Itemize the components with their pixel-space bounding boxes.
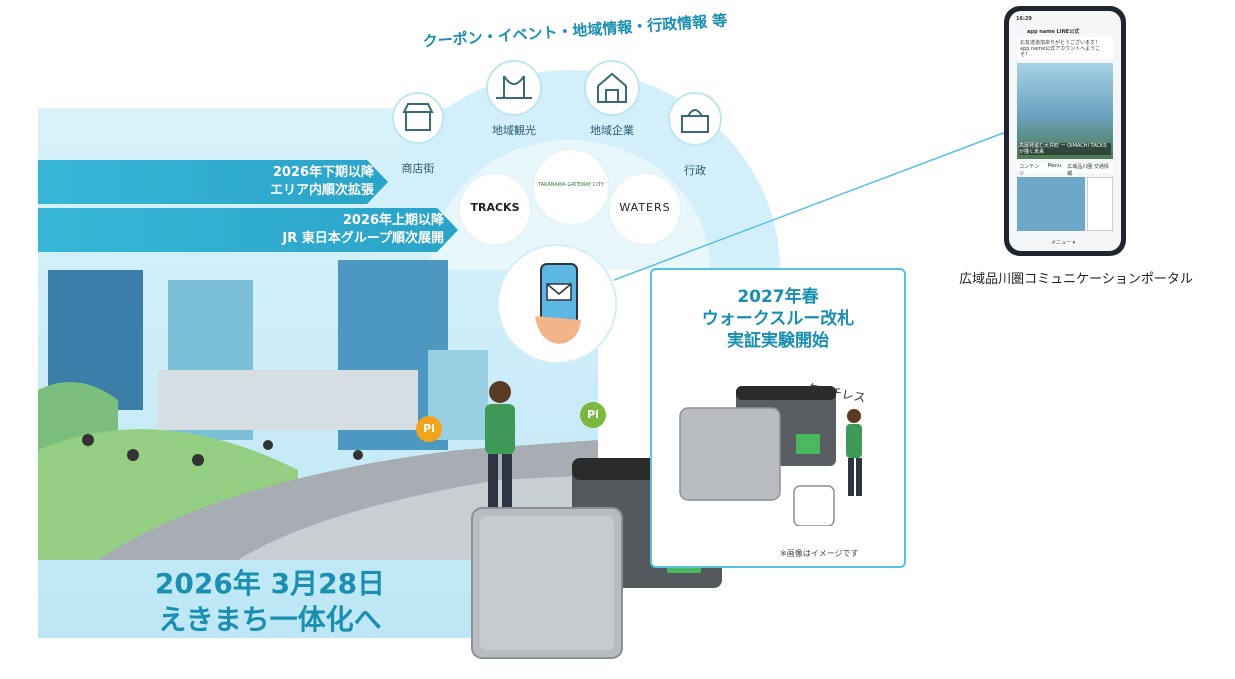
timeline-band-2: 2026年上期以降 JR 東日本グループ順次展開 — [38, 208, 458, 252]
barn-icon — [584, 60, 640, 116]
phone-side-buttons — [1087, 177, 1113, 231]
phone-banner-image — [1017, 63, 1113, 159]
phone-bubble — [497, 244, 617, 364]
phone-message: お友達追加ありがとうございます！ app name公式アカウントへようこそ！ — [1020, 40, 1101, 58]
band2-line1: 2026年上期以降 — [342, 213, 444, 228]
takanawa-logo-text: TAKANAWA GATEWAY CITY — [538, 182, 604, 188]
launch-slogan: えきまち一体化へ — [158, 603, 382, 636]
category-label-business: 地域企業 — [590, 124, 634, 137]
walkthrough-gate-title: ウォークスルー改札 — [701, 309, 855, 329]
waters-logo: WATERS — [608, 172, 682, 246]
phone-tab-1[interactable]: Menu — [1047, 163, 1062, 169]
phone-banner-text: 高層発進む大井町 ー OIMACHI TACKSが描く未来 — [1019, 143, 1111, 155]
walkthrough-year: 2027年春 — [737, 287, 819, 307]
phone-message-bubble: お友達追加ありがとうございます！ app name公式アカウントへようこそ！ — [1017, 37, 1113, 59]
tracks-logo-text: TRACKS — [470, 201, 520, 214]
waters-logo-text: WATERS — [619, 201, 671, 214]
category-label-government: 行政 — [684, 164, 706, 177]
phone-time: 16:29 — [1016, 16, 1032, 22]
government-building-icon — [668, 92, 722, 146]
phone-tab-bar: コンテンツ Menu 広域品川圏 交通情報 — [1017, 163, 1113, 177]
tracks-logo: TRACKS — [458, 172, 532, 246]
connector-line — [613, 131, 1007, 281]
category-label-tourism: 地域観光 — [492, 124, 536, 137]
phone-tab-0[interactable]: コンテンツ — [1019, 164, 1040, 177]
timeline-band-1: 2026年下期以降 エリア内順次拡張 — [38, 160, 388, 204]
bridge-icon — [486, 60, 542, 116]
launch-date: 2026年 3月28日 — [154, 567, 386, 600]
smartphone-mockup: 16:29 app name LINE公式 お友達追加ありがとうございます！ a… — [1004, 6, 1126, 256]
smartphone-screen: 16:29 app name LINE公式 お友達追加ありがとうございます！ a… — [1009, 11, 1121, 251]
phone-map-panel — [1017, 177, 1085, 231]
pi-badge-orange: Pi — [416, 416, 442, 442]
category-label-shop: 商店街 — [401, 162, 435, 175]
person-illustration — [485, 381, 515, 514]
band2-line2: JR 東日本グループ順次展開 — [282, 231, 444, 246]
phone-tab-2[interactable]: 広域品川圏 交通情報 — [1067, 164, 1109, 177]
pi-badge-green: Pi — [580, 402, 606, 428]
band1-line1: 2026年下期以降 — [272, 165, 374, 180]
walkthrough-trial: 実証実験開始 — [727, 331, 829, 351]
phone-header: app name LINE公式 — [1027, 29, 1080, 35]
walkthrough-gate-illustration — [679, 386, 862, 526]
shop-icon — [392, 92, 444, 144]
band1-line2: エリア内順次拡張 — [269, 183, 374, 198]
phone-menu-bar[interactable]: メニュー ▾ — [1051, 240, 1076, 246]
mail-phone-icon — [535, 263, 581, 344]
takanawa-gateway-logo: TAKANAWA GATEWAY CITY — [532, 148, 610, 226]
portal-caption: 広域品川圏コミュニケーションポータル — [959, 272, 1193, 287]
image-note: ※画像はイメージです — [780, 549, 859, 558]
